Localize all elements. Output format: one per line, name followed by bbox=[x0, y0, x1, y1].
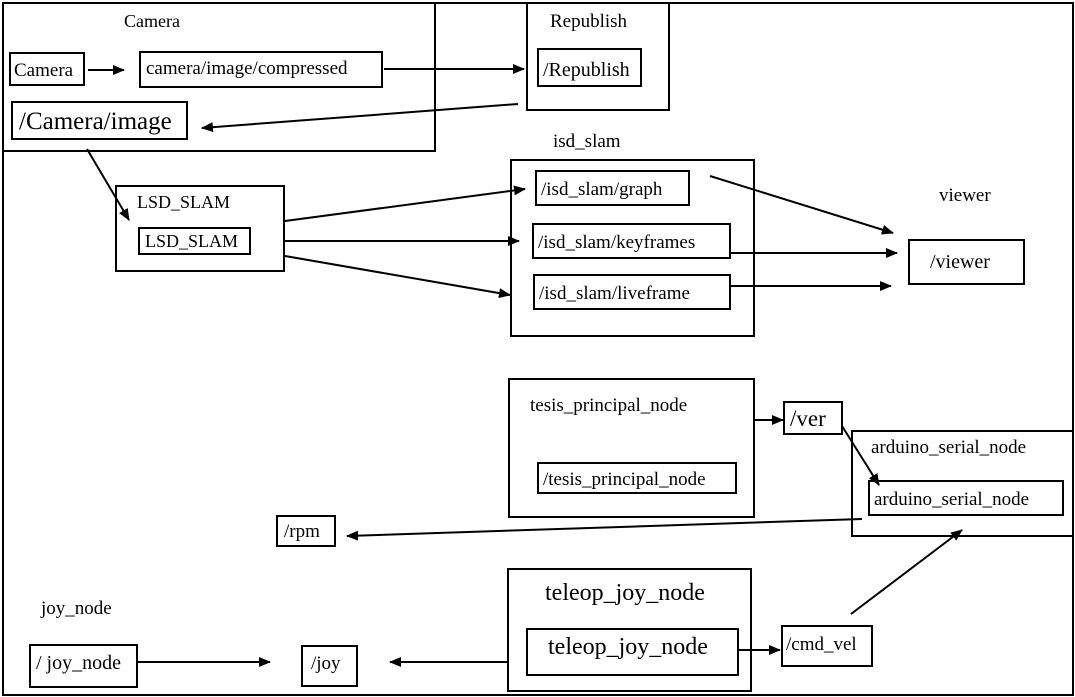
isd-slam-graph-label: /isd_slam/graph bbox=[541, 179, 663, 200]
camera-image-topic[interactable]: /Camera/image bbox=[11, 101, 188, 140]
tesis-group-label: tesis_principal_node bbox=[530, 395, 687, 416]
ver-topic[interactable]: /ver bbox=[783, 401, 843, 435]
edge-lsd-slam-to-liveframe bbox=[284, 255, 511, 299]
isd-slam-keyframes-topic[interactable]: /isd_slam/keyframes bbox=[532, 223, 731, 259]
cmd-vel-topic-label: /cmd_vel bbox=[786, 634, 857, 655]
teleop-node[interactable]: teleop_joy_node bbox=[526, 628, 739, 676]
camera-image-label: /Camera/image bbox=[19, 108, 172, 135]
lsd-slam-node-label: LSD_SLAM bbox=[145, 231, 238, 251]
viewer-node[interactable]: /viewer bbox=[908, 239, 1025, 285]
edge-cmd-vel-to-arduino bbox=[850, 529, 963, 615]
isd-slam-graph-topic[interactable]: /isd_slam/graph bbox=[535, 170, 690, 206]
camera-compressed-label: camera/image/compressed bbox=[146, 58, 348, 79]
camera-source-label: Camera bbox=[14, 60, 74, 81]
edge-arduino-to-rpm bbox=[346, 518, 863, 541]
edge-lsd-slam-to-graph bbox=[284, 185, 526, 222]
isd-slam-liveframe-label: /isd_slam/liveframe bbox=[539, 283, 690, 304]
tesis-group bbox=[508, 378, 755, 518]
rpm-topic[interactable]: /rpm bbox=[276, 515, 336, 547]
tesis-node[interactable]: /tesis_principal_node bbox=[537, 462, 737, 494]
lsd-slam-group bbox=[115, 185, 285, 272]
viewer-node-label: /viewer bbox=[930, 251, 990, 273]
camera-compressed-topic[interactable]: camera/image/compressed bbox=[139, 51, 383, 88]
joy-topic-label: /joy bbox=[311, 653, 341, 674]
republish-group-label: Republish bbox=[550, 11, 628, 32]
isd-slam-keyframes-label: /isd_slam/keyframes bbox=[538, 232, 695, 253]
edge-graph-to-viewer bbox=[709, 175, 894, 235]
arduino-group-label: arduino_serial_node bbox=[871, 437, 1026, 458]
cmd-vel-topic[interactable]: /cmd_vel bbox=[781, 625, 873, 667]
camera-group-label: Camera bbox=[124, 11, 180, 31]
lsd-slam-group-label: LSD_SLAM bbox=[137, 192, 230, 212]
edge-ver-to-arduino bbox=[841, 425, 880, 486]
edge-camera-image-to-lsd-slam bbox=[86, 148, 130, 221]
isd-slam-group bbox=[510, 159, 755, 337]
joy-node-label: / joy_node bbox=[36, 652, 121, 674]
arduino-node[interactable]: arduino_serial_node bbox=[868, 480, 1064, 516]
joy-topic[interactable]: /joy bbox=[301, 645, 358, 687]
tesis-node-label: /tesis_principal_node bbox=[543, 469, 706, 490]
isd-slam-liveframe-topic[interactable]: /isd_slam/liveframe bbox=[533, 274, 731, 310]
rpm-topic-label: /rpm bbox=[284, 521, 320, 542]
camera-source-node[interactable]: Camera bbox=[9, 52, 85, 86]
republish-node[interactable]: /Republish bbox=[537, 48, 642, 87]
camera-group bbox=[2, 2, 436, 152]
republish-node-label: /Republish bbox=[543, 59, 630, 81]
joy-node-group-label: joy_node bbox=[40, 598, 112, 619]
teleop-group bbox=[507, 568, 752, 692]
lsd-slam-node[interactable]: LSD_SLAM bbox=[138, 227, 251, 255]
edge-republish-to-camera-image bbox=[201, 103, 519, 133]
teleop-node-label: teleop_joy_node bbox=[548, 634, 708, 660]
teleop-group-label: teleop_joy_node bbox=[545, 580, 705, 606]
arduino-node-label: arduino_serial_node bbox=[874, 489, 1029, 510]
joy-node[interactable]: / joy_node bbox=[29, 644, 138, 688]
ver-topic-label: /ver bbox=[790, 406, 826, 431]
isd-slam-group-label: isd_slam bbox=[553, 131, 621, 152]
republish-group bbox=[526, 2, 670, 111]
viewer-group-label: viewer bbox=[939, 185, 991, 206]
